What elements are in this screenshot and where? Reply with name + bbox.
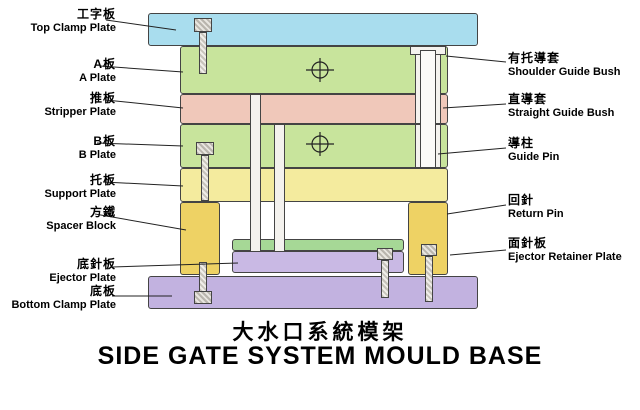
label-spacer-block: 方鐵 Spacer Block	[0, 205, 116, 232]
label-en: Ejector Plate	[49, 271, 116, 284]
ejector-screw2-shaft	[425, 256, 433, 302]
label-zh: 回針	[508, 193, 535, 207]
label-zh: 有托導套	[508, 51, 561, 65]
label-en: Straight Guide Bush	[508, 106, 615, 119]
label-bottom-clamp-plate: 底板 Bottom Clamp Plate	[0, 284, 116, 311]
label-return-pin: 回針 Return Pin	[508, 193, 638, 220]
label-a-plate: A板 A Plate	[0, 57, 116, 84]
label-en: Return Pin	[508, 207, 564, 220]
label-zh: 推板	[89, 91, 116, 105]
stripper-bolt-pin	[250, 94, 261, 252]
label-zh: 工字板	[76, 7, 116, 21]
leader-ejector-retainer-plate	[449, 249, 507, 256]
leader-shoulder-guide-bush	[445, 55, 507, 63]
leader-guide-pin	[437, 147, 507, 155]
label-ejector-plate: 底針板 Ejector Plate	[0, 257, 116, 284]
label-zh: B板	[93, 134, 116, 148]
leader-straight-guide-bush	[442, 103, 507, 109]
label-straight-guide-bush: 直導套 Straight Guide Bush	[508, 92, 638, 119]
diagram-title-english: SIDE GATE SYSTEM MOULD BASE	[97, 342, 543, 370]
label-en: Top Clamp Plate	[30, 21, 116, 34]
mid-screw-head	[196, 142, 214, 155]
label-guide-pin: 導柱 Guide Pin	[508, 136, 638, 163]
ejector-screw2-head	[421, 244, 437, 256]
top-screw-shaft	[199, 32, 207, 74]
stripper-plate	[180, 94, 448, 124]
label-zh: A板	[93, 57, 116, 71]
leader-stripper-plate	[105, 99, 184, 109]
label-en: Shoulder Guide Bush	[508, 65, 621, 78]
label-en: Stripper Plate	[44, 105, 116, 118]
label-en: Guide Pin	[508, 150, 560, 163]
bottom-screw-shaft	[199, 262, 207, 292]
label-zh: 底針板	[76, 257, 116, 271]
label-top-clamp-plate: 工字板 Top Clamp Plate	[0, 7, 116, 34]
b-plate	[180, 124, 448, 168]
diagram-title-chinese: 大水口系統模架	[232, 321, 408, 344]
ejector-screw1-shaft	[381, 260, 389, 298]
label-en: Spacer Block	[46, 219, 116, 232]
label-zh: 面針板	[508, 236, 548, 250]
bottom-screw-head	[194, 291, 212, 304]
label-en: Ejector Retainer Plate	[508, 250, 622, 263]
label-zh: 托板	[89, 173, 116, 187]
label-zh: 方鐵	[89, 205, 116, 219]
support-plate	[180, 168, 448, 202]
guide-pin	[420, 50, 436, 168]
label-en: Bottom Clamp Plate	[11, 298, 116, 311]
top-screw-head	[194, 18, 212, 32]
label-en: B Plate	[78, 148, 116, 161]
label-stripper-plate: 推板 Stripper Plate	[0, 91, 116, 118]
label-zh: 底板	[89, 284, 116, 298]
label-zh: 導柱	[508, 136, 535, 150]
ejector-plate	[232, 251, 404, 273]
label-support-plate: 托板 Support Plate	[0, 173, 116, 200]
return-pin	[274, 124, 285, 252]
label-shoulder-guide-bush: 有托導套 Shoulder Guide Bush	[508, 51, 638, 78]
label-ejector-retainer-plate: 面針板 Ejector Retainer Plate	[508, 236, 638, 263]
ejector-screw1-head	[377, 248, 393, 260]
a-plate	[180, 46, 448, 94]
label-en: A Plate	[79, 71, 116, 84]
mid-screw-shaft	[201, 155, 209, 201]
label-en: Support Plate	[44, 187, 116, 200]
label-zh: 直導套	[508, 92, 548, 106]
label-b-plate: B板 B Plate	[0, 134, 116, 161]
leader-return-pin	[446, 204, 507, 215]
